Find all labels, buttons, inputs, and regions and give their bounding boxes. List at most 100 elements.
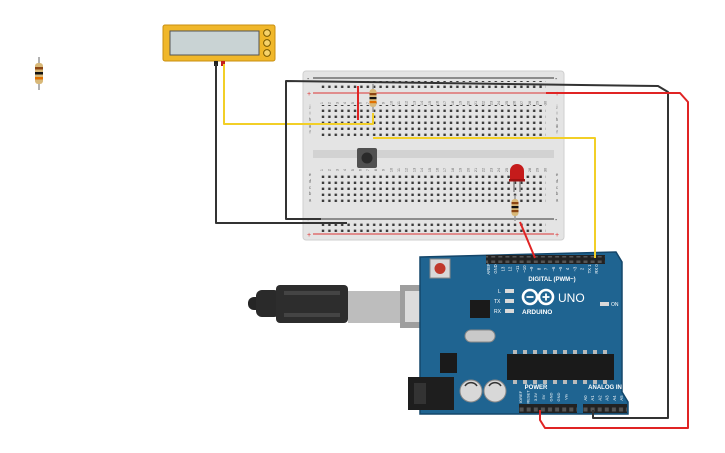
yellow-wire-breadboard-to-pin2[interactable] <box>373 137 596 258</box>
breadboard-column-number: 3 <box>335 102 339 104</box>
breadboard-row-letter: g <box>556 123 559 128</box>
digital-pin-label: 4 <box>565 267 570 270</box>
led-l-label: L <box>498 289 501 295</box>
arduino-brand-label: ARDUINO <box>522 309 552 316</box>
digital-pin-label: ~11 <box>515 265 520 272</box>
breadboard-column-number: 15 <box>428 101 432 105</box>
led-rx-label: RX <box>494 309 502 315</box>
red-led[interactable] <box>509 164 525 192</box>
breadboard-row-letter: c <box>556 185 559 190</box>
breadboard-column-number: 5 <box>351 102 355 104</box>
led-resistor[interactable] <box>511 195 519 221</box>
breadboard-column-number: 15 <box>428 168 432 172</box>
led-tx-icon <box>505 299 514 303</box>
breadboard-resistor[interactable] <box>369 84 377 112</box>
rail-plus-label: + <box>307 232 311 239</box>
digital-pin-label: RX 0 <box>594 264 599 274</box>
pushbutton[interactable] <box>357 148 377 168</box>
breadboard-row-letter: b <box>556 191 559 196</box>
breadboard-row-letter: e <box>556 172 559 177</box>
wires[interactable] <box>215 64 689 429</box>
multimeter[interactable] <box>162 24 276 66</box>
breadboard-column-number: 5 <box>351 169 355 171</box>
digital-pin-label: ~3 <box>572 266 577 271</box>
power-pin-label: IOREF <box>518 390 523 403</box>
breadboard-row-letter: e <box>309 172 312 177</box>
breadboard-row-letter: h <box>556 117 559 122</box>
breadboard-column-number: 17 <box>443 101 447 105</box>
red-wire-plus-rail-to-5v[interactable] <box>539 92 689 429</box>
voltage-regulator <box>440 353 457 373</box>
loose-resistor[interactable] <box>35 57 43 90</box>
breadboard-column-number: 14 <box>420 168 424 172</box>
breadboard-row-letter: f <box>556 130 558 135</box>
led-rx-icon <box>505 309 514 313</box>
breadboard-row-letter: d <box>309 178 312 183</box>
digital-pin-label: ~9 <box>529 266 534 271</box>
breadboard-column-number: 19 <box>459 101 463 105</box>
led-l-icon <box>505 289 514 293</box>
breadboard-row-letter: j <box>309 104 311 109</box>
multimeter-dial-a-icon[interactable] <box>263 29 271 37</box>
digital-pin-label: GND <box>493 264 498 273</box>
breadboard-column-number: 22 <box>482 101 486 105</box>
digital-pin-label: ~5 <box>558 266 563 271</box>
breadboard[interactable]: - + - + - + - + 123456789101112131415161… <box>302 70 565 241</box>
multimeter-dial-v-icon[interactable] <box>263 39 271 47</box>
breadboard-column-number: 23 <box>489 168 493 172</box>
arduino-uno-board[interactable]: L TX RX ON UNO ARDUINO DIGITAL (PWM~) PO… <box>408 251 629 415</box>
analog-pin-label: A4 <box>612 395 617 401</box>
analog-pin-label: A0 <box>583 395 588 401</box>
analog-pin-label: A3 <box>605 395 610 401</box>
digital-pin-label: ~6 <box>551 266 556 271</box>
digital-pin-label: TX 1 <box>587 264 592 274</box>
rail-plus-label: + <box>555 91 559 98</box>
breadboard-column-number: 18 <box>451 101 455 105</box>
breadboard-column-number: 16 <box>436 168 440 172</box>
yellow-wire-meter-to-breadboard[interactable] <box>223 64 374 125</box>
breadboard-row-letter: c <box>309 185 312 190</box>
breadboard-column-number: 1 <box>320 169 324 171</box>
digital-pin-label: AREF <box>486 263 491 275</box>
breadboard-column-number: 21 <box>474 168 478 172</box>
arduino-infinity-logo-icon <box>521 288 555 306</box>
breadboard-column-number: 18 <box>451 168 455 172</box>
led-on-icon <box>600 302 609 306</box>
breadboard-column-number: 28 <box>528 101 532 105</box>
breadboard-column-number: 7 <box>366 102 370 104</box>
breadboard-column-numbers-top: 1234567891011121314151617181920212223242… <box>320 101 547 105</box>
breadboard-column-number: 7 <box>366 169 370 171</box>
breadboard-column-number: 9 <box>382 102 386 104</box>
breadboard-column-number: 6 <box>359 102 363 104</box>
breadboard-column-number: 10 <box>389 101 393 105</box>
breadboard-column-number: 20 <box>466 101 470 105</box>
power-pin-label: Vin <box>564 394 569 400</box>
usb-cable[interactable] <box>248 285 430 328</box>
breadboard-column-number: 21 <box>474 101 478 105</box>
analog-in-label: ANALOG IN <box>588 385 622 391</box>
black-wire-meter-to-gnd-rail[interactable] <box>215 64 347 224</box>
rail-minus-label: - <box>307 217 310 224</box>
breadboard-column-number: 20 <box>466 168 470 172</box>
breadboard-row-letter: h <box>309 117 312 122</box>
breadboard-column-number: 11 <box>397 101 401 105</box>
breadboard-column-number: 13 <box>412 101 416 105</box>
red-wire-resistor-to-pin10[interactable] <box>519 221 536 259</box>
breadboard-row-letter: j <box>556 104 558 109</box>
black-wire-rails-to-arduino-gnd[interactable] <box>285 80 669 419</box>
power-pin-label: GND <box>548 392 553 401</box>
arduino-model-label: UNO <box>558 291 585 305</box>
reset-button-cap-icon[interactable] <box>434 263 446 274</box>
breadboard-column-number: 11 <box>397 168 401 172</box>
breadboard-column-number: 29 <box>536 101 540 105</box>
led-on-label: ON <box>611 302 619 308</box>
multimeter-dial-r-icon[interactable] <box>263 49 271 57</box>
digital-pin-label: 13 <box>500 266 505 271</box>
breadboard-column-number: 30 <box>543 101 547 105</box>
breadboard-row-letter: i <box>310 110 311 115</box>
breadboard-row-letter: b <box>309 191 312 196</box>
